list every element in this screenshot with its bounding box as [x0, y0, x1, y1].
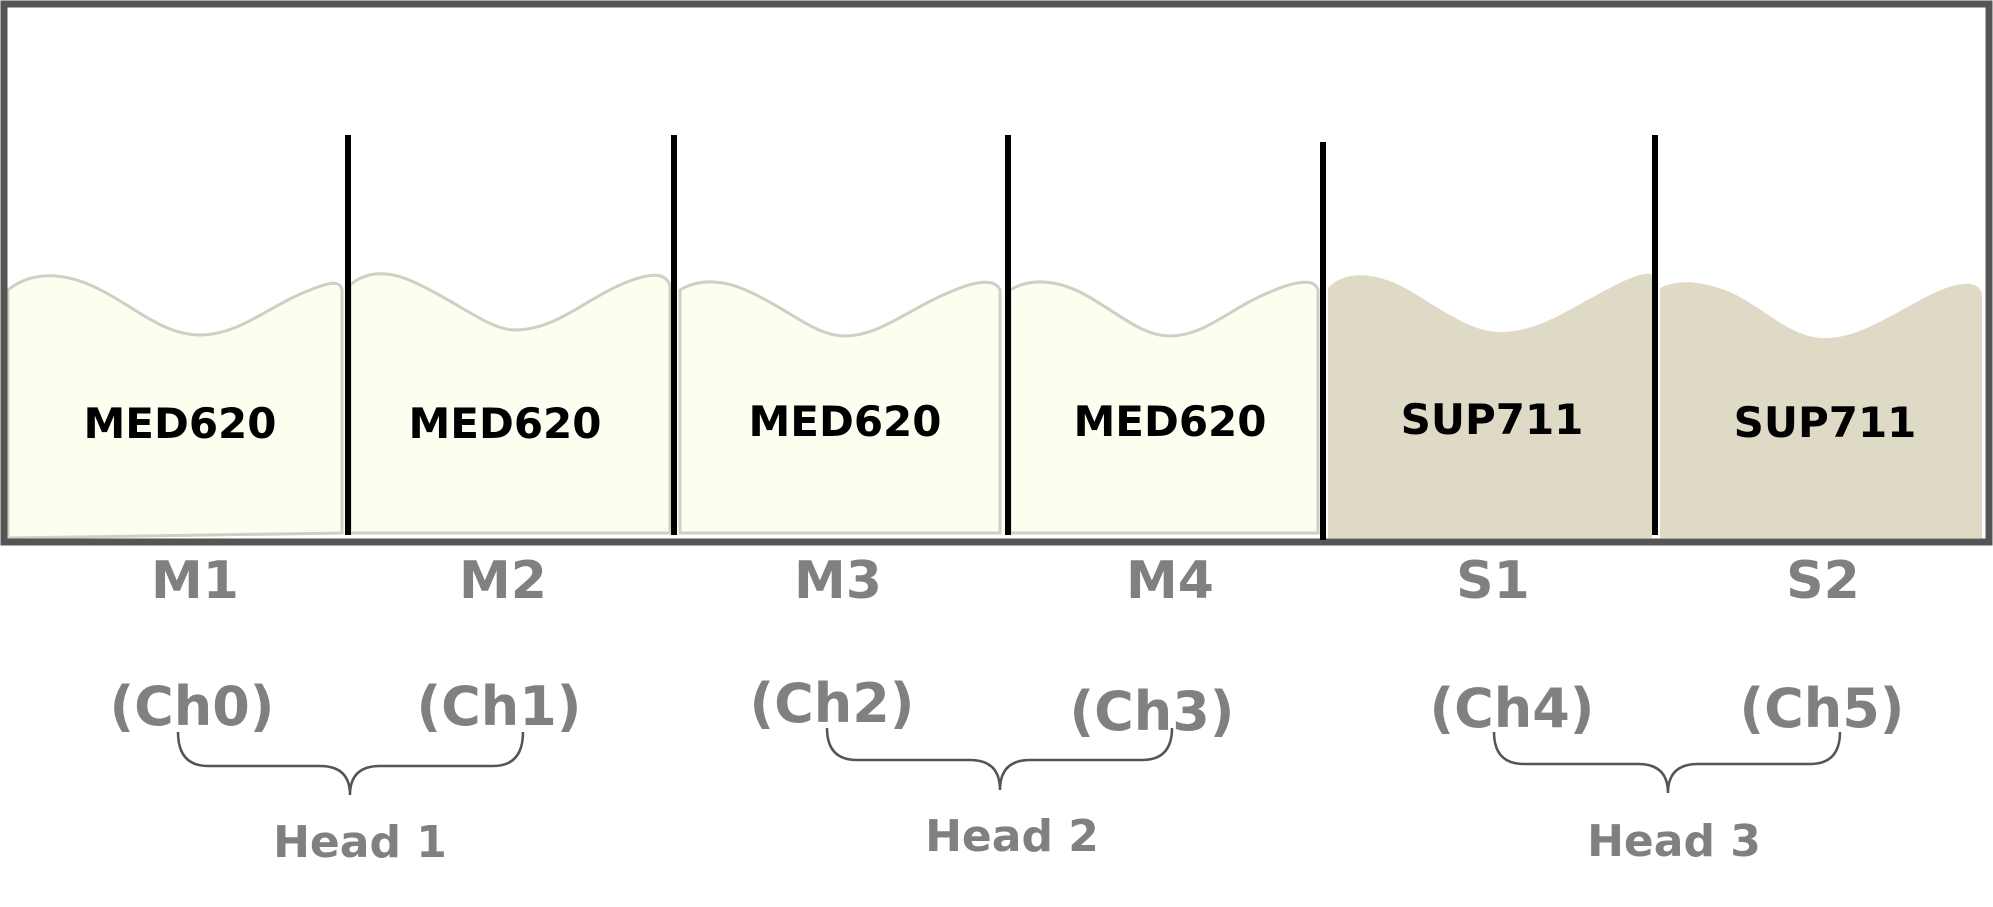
- bin-4-material: MED620: [1073, 397, 1266, 446]
- slot-label-s2: S2: [1786, 551, 1860, 611]
- bin-2-material: MED620: [408, 399, 601, 448]
- bin-5-material: SUP711: [1401, 395, 1584, 444]
- bin-2-fill: [348, 272, 672, 535]
- material-labels: MED620 MED620 MED620 MED620 SUP711 SUP71…: [83, 395, 1916, 448]
- channel-label-0: (Ch0): [109, 675, 274, 738]
- bin-dividers: [345, 135, 1658, 540]
- bin-3-fill: [678, 280, 1002, 535]
- channel-label-2: (Ch2): [749, 672, 914, 735]
- bin-1-material: MED620: [83, 399, 276, 448]
- bin-1-fill: [6, 274, 344, 540]
- head-labels: Head 1 Head 2 Head 3: [273, 811, 1761, 868]
- head-2-brace: [825, 727, 1174, 791]
- slot-label-m4: M4: [1126, 551, 1214, 611]
- channel-label-3: (Ch3): [1069, 680, 1234, 743]
- bin-3-material: MED620: [748, 397, 941, 446]
- channel-label-1: (Ch1): [416, 675, 581, 738]
- slot-label-m2: M2: [459, 551, 547, 611]
- head-braces: [176, 727, 1842, 796]
- head-3-brace: [1492, 731, 1842, 794]
- channel-labels: (Ch0) (Ch1) (Ch2) (Ch3) (Ch4) (Ch5): [109, 672, 1904, 743]
- slot-label-m1: M1: [151, 551, 239, 611]
- head-label-2: Head 2: [925, 811, 1099, 862]
- head-label-3: Head 3: [1587, 816, 1761, 867]
- slot-labels: M1 M2 M3 M4 S1 S2: [151, 551, 1860, 611]
- slot-label-m3: M3: [794, 551, 882, 611]
- bin-5-fill: [1328, 273, 1652, 538]
- head-label-1: Head 1: [273, 817, 447, 868]
- channel-label-4: (Ch4): [1429, 677, 1594, 740]
- bin-4-fill: [1008, 280, 1320, 535]
- channel-label-5: (Ch5): [1739, 677, 1904, 740]
- bin-6-fill: [1660, 282, 1982, 538]
- material-fills: [6, 272, 1982, 540]
- bin-6-material: SUP711: [1734, 398, 1917, 447]
- head-1-brace: [176, 731, 525, 796]
- cartridge-frame: [0, 0, 1993, 546]
- slot-label-s1: S1: [1456, 551, 1530, 611]
